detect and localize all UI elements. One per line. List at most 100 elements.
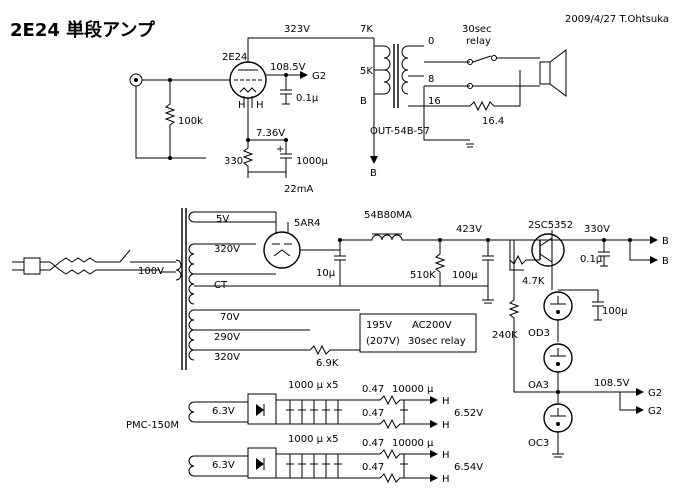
cap-100u-a xyxy=(482,240,494,286)
label-b-out-1: B xyxy=(662,236,669,247)
label-5ar4: 5AR4 xyxy=(294,218,321,229)
label-ac200v: AC200V xyxy=(412,320,452,331)
speaker-icon xyxy=(539,49,567,97)
label-195v: 195V xyxy=(366,320,392,331)
bleeder-510k xyxy=(434,240,446,286)
b-out-arrow-2 xyxy=(650,256,658,264)
label-108-5v-top: 108.5V xyxy=(270,62,306,73)
label-6-9k: 6.9K xyxy=(316,358,339,369)
label-ct: CT xyxy=(214,280,228,291)
label-h-b2: H xyxy=(442,474,450,485)
label-tap-5k: 5K xyxy=(360,66,373,77)
relay-switch-blade xyxy=(472,55,492,63)
label-16-4: 16.4 xyxy=(482,116,504,127)
label-2sc5352: 2SC5352 xyxy=(528,220,573,231)
label-330v: 330V xyxy=(584,224,610,235)
label-tap-b-top: B xyxy=(360,96,367,107)
label-choke: 54B80MA xyxy=(364,210,412,221)
tube-2e24 xyxy=(229,37,350,108)
label-100u-a: 100μ xyxy=(452,270,478,281)
transistor-2sc5352 xyxy=(531,230,565,270)
base-feed xyxy=(509,240,524,271)
label-h-b1: H xyxy=(442,450,450,461)
bleeder-240k xyxy=(508,240,620,393)
power-transformer xyxy=(160,208,488,370)
label-510k: 510K xyxy=(410,270,436,281)
cap-10u xyxy=(334,240,346,286)
label-6-54v: 6.54V xyxy=(454,462,483,473)
label-047-a1: 0.47 xyxy=(362,384,384,395)
ac-line-to-transformer xyxy=(120,261,160,271)
label-sp-0: 0 xyxy=(428,36,434,47)
label-2e24: 2E24 xyxy=(222,52,247,63)
cathode-return xyxy=(247,172,287,178)
heater-a-arrows xyxy=(430,396,438,428)
label-g2-out-1: G2 xyxy=(648,388,662,399)
label-b-out-2: B xyxy=(662,256,669,267)
timer-relay-box xyxy=(359,313,477,353)
ac-line-2 xyxy=(59,269,120,275)
b-out-wires xyxy=(629,239,650,261)
ac-line-1 xyxy=(59,257,120,263)
label-relay-relay: relay xyxy=(466,36,491,47)
label-oc3: OC3 xyxy=(528,438,549,449)
label-heater-h-right: H xyxy=(256,100,264,111)
label-caps-a: 1000 μ x5 xyxy=(288,380,338,391)
label-100v: 100V xyxy=(138,266,164,277)
grid-resistor-100k xyxy=(164,80,176,158)
label-290v: 290V xyxy=(214,332,240,343)
label-047-b1: 0.47 xyxy=(362,438,384,449)
b-out-arrow-1 xyxy=(650,236,658,244)
heater-b-arrows xyxy=(430,450,438,482)
label-5v: 5V xyxy=(216,214,229,225)
filter-ground xyxy=(482,286,494,304)
label-22ma: 22mA xyxy=(284,184,313,195)
label-6-3v-a: 6.3V xyxy=(212,406,235,417)
schematic-title: 2E24 単段アンプ xyxy=(10,19,156,41)
label-6-3v-b: 6.3V xyxy=(212,460,235,471)
label-240k: 240K xyxy=(492,330,518,341)
g2-bypass-cap xyxy=(280,75,292,105)
label-207v: (207V) xyxy=(366,336,400,347)
label-4-7k: 4.7K xyxy=(522,276,545,287)
resistor-6-9k xyxy=(290,344,360,356)
label-cap-0-1u-top: 0.1μ xyxy=(296,93,319,104)
output-transformer xyxy=(350,37,424,110)
label-047-a2: 0.47 xyxy=(362,408,384,419)
vr-tube-oa3 xyxy=(543,343,573,373)
base-resistor-4-7k xyxy=(509,254,540,265)
label-h-a2: H xyxy=(442,420,450,431)
label-10000u-a: 10000 μ xyxy=(392,384,434,395)
g2-arrow xyxy=(300,71,308,79)
cap-plus-sign: + xyxy=(276,144,284,155)
label-1000u: 1000μ xyxy=(296,156,328,167)
input-ground-wire xyxy=(135,86,206,159)
label-tap-7k: 7K xyxy=(360,24,373,35)
label-323v: 323V xyxy=(284,24,310,35)
label-b-arrow-down: B xyxy=(370,168,377,179)
g2-out-wires xyxy=(619,391,636,411)
label-100u-b: 100μ xyxy=(602,306,628,317)
label-oa3: OA3 xyxy=(528,380,549,391)
label-100k: 100k xyxy=(178,116,203,127)
label-320v-a: 320V xyxy=(214,244,240,255)
cap-100u-b xyxy=(592,290,604,321)
vr-ground xyxy=(552,432,564,458)
label-g2-top: G2 xyxy=(312,71,326,82)
label-10000u-b: 10000 μ xyxy=(392,438,434,449)
input-jack xyxy=(129,73,143,87)
label-sp-16: 16 xyxy=(428,96,441,107)
cathode-resistor-330 xyxy=(242,140,286,173)
label-30sec-relay: 30sec relay xyxy=(408,336,466,347)
vr-tube-oc3 xyxy=(543,403,573,433)
label-pmc-150m: PMC-150M xyxy=(126,420,179,431)
cathode-cap-1000u xyxy=(280,140,292,172)
label-330: 330 xyxy=(224,156,243,167)
secondary-ground xyxy=(423,86,474,148)
power-switch xyxy=(119,249,131,263)
b-arrow-down xyxy=(370,156,378,164)
cap-0-1u-b xyxy=(598,240,610,267)
label-g2-out-2: G2 xyxy=(648,406,662,417)
label-out-transformer: OUT-54B-57 xyxy=(370,126,430,137)
